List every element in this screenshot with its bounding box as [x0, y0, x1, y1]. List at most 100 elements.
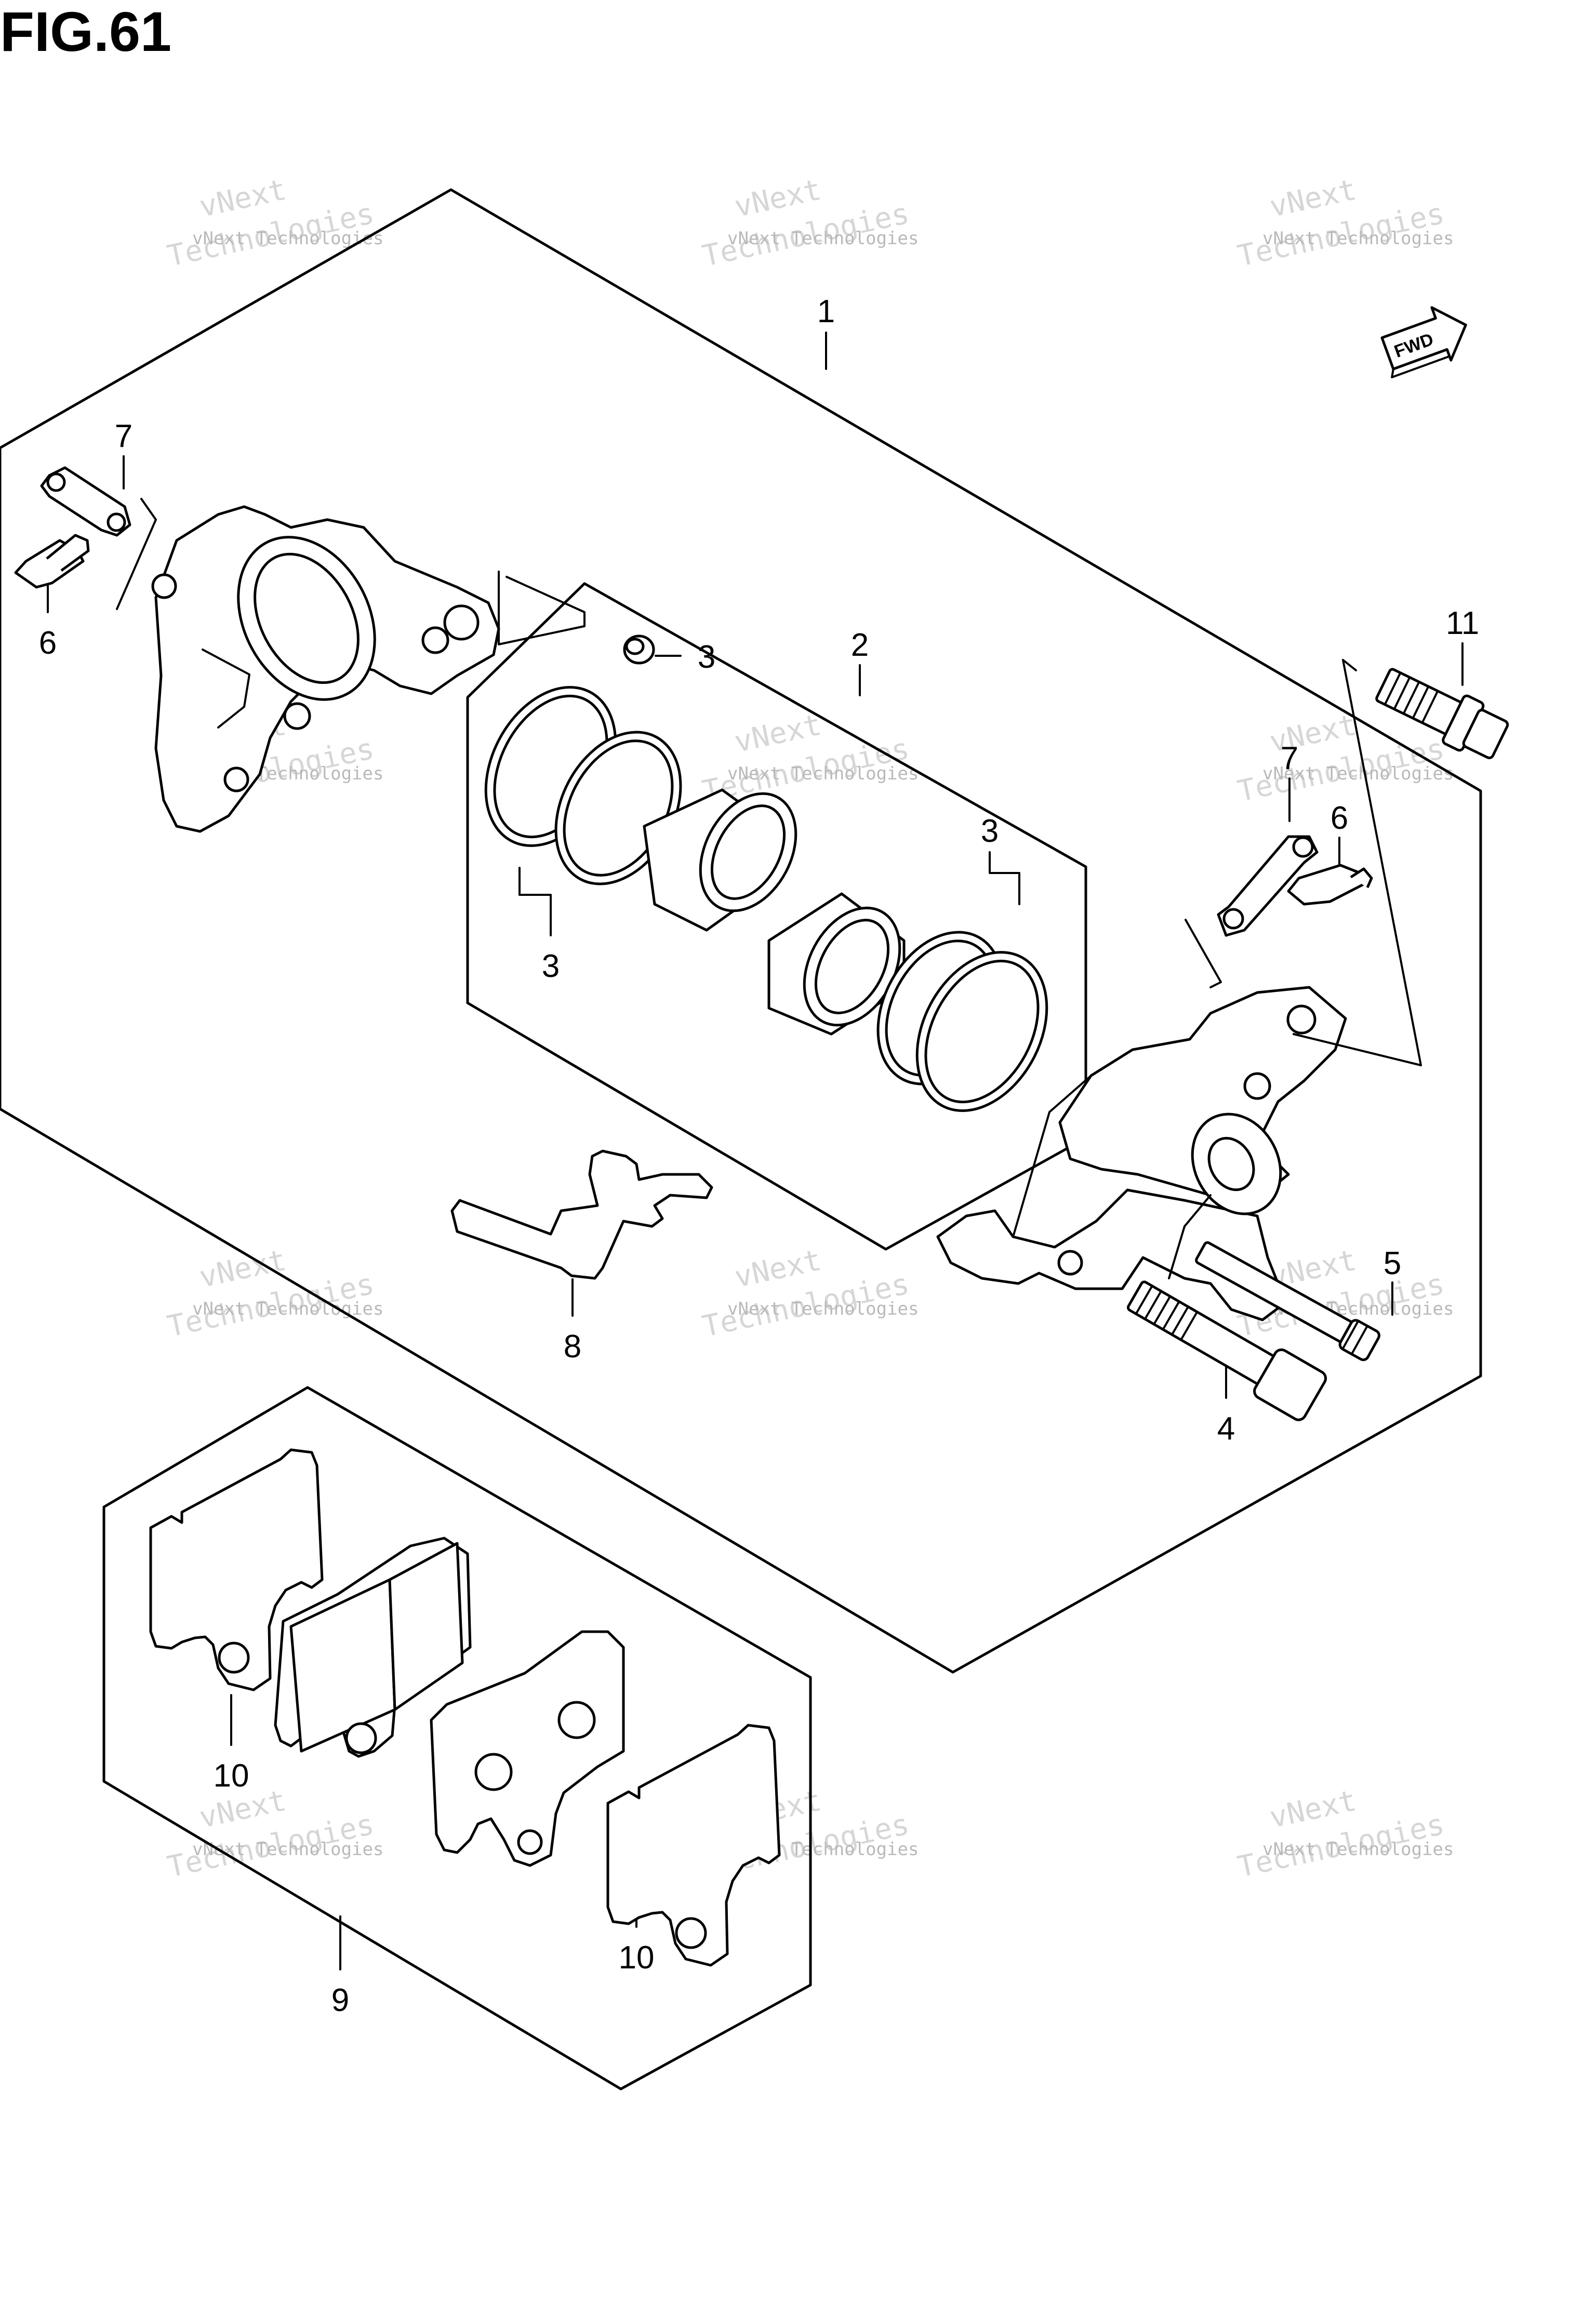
- bleeder-screw-right: [1287, 864, 1367, 906]
- fwd-arrow-icon: [1380, 306, 1467, 371]
- callout-7-right: 7: [1281, 740, 1298, 776]
- watermark-text: vNext Technologies: [192, 1299, 383, 1319]
- caliper-right-hole-b: [1243, 1072, 1271, 1100]
- right-bracket-line-a: [1293, 659, 1422, 1066]
- seal-connector-guide: [498, 571, 586, 645]
- caliper-left-half: [151, 505, 500, 833]
- piston-set: [484, 686, 1048, 1112]
- callout-10-left: 10: [214, 1758, 249, 1794]
- union-washer-right-body: [1217, 835, 1319, 937]
- right-bracket-tick: [1342, 659, 1357, 671]
- callout-4: 4: [1217, 1411, 1235, 1447]
- watermark-text: vNext Technologies: [727, 763, 919, 784]
- leader-3c: [989, 851, 1020, 905]
- bushing-small: [623, 634, 655, 665]
- bolt-11-threads: [1384, 671, 1439, 724]
- callout-8: 8: [564, 1329, 581, 1365]
- piston-set-frame: [466, 582, 1087, 1251]
- pad-shim-left: [149, 1448, 324, 1691]
- bushing-inner: [625, 638, 645, 655]
- watermark: vNext Technologies vNext Technologies: [699, 1244, 919, 1344]
- callout-5: 5: [1384, 1246, 1401, 1281]
- brake-pad-left-hole: [345, 1722, 377, 1754]
- callout-7-left: 7: [115, 418, 132, 454]
- caliper-left-hole-b: [421, 626, 449, 654]
- union-washer-right-hole-b: [1292, 836, 1314, 858]
- piston-left-face-inner: [710, 804, 786, 900]
- pin-5-threads: [1341, 1319, 1368, 1355]
- caliper-left-hole-a: [443, 604, 480, 641]
- brake-pad-right-backing: [430, 1630, 625, 1867]
- caliper-right-edge-b: [1168, 1194, 1212, 1279]
- brake-pad-right-hole-b: [557, 1701, 596, 1739]
- watermark: vNext Technologies vNext Technologies: [164, 173, 383, 274]
- callout-6-right: 6: [1331, 800, 1348, 836]
- watermark-text: vNext Technologies: [1262, 1839, 1454, 1860]
- callout-2: 2: [851, 627, 869, 663]
- pad-set-frame: [102, 1386, 812, 2091]
- piston-right-face-inner: [814, 919, 890, 1014]
- callout-11: 11: [1446, 605, 1479, 641]
- watermark-text: vNext Technologies: [192, 1839, 383, 1860]
- watermark: vNext Technologies vNext Technologies: [164, 1244, 383, 1344]
- bolt-11: [1375, 668, 1509, 759]
- caliper-right-lower: [936, 1188, 1285, 1321]
- callout-3-seal-right: 3: [981, 813, 999, 849]
- brake-pad-right: [430, 1630, 625, 1867]
- pin-bolt-4: [1126, 1280, 1327, 1421]
- bleeder-screw-left-tip: [46, 534, 90, 572]
- watermark-text: vNext Technologies: [727, 1299, 919, 1319]
- watermark: vNext Technologies vNext Technologies: [1234, 173, 1454, 274]
- figure-title: FIG.61: [0, 0, 171, 63]
- watermark: vNext Technologies vNext Technologies: [1234, 1784, 1454, 1885]
- caliper-assembly-frame: [0, 188, 1482, 1674]
- caliper-left-hole-e: [223, 766, 249, 792]
- union-washer-right: [1217, 835, 1319, 937]
- pad-shim-right: [606, 1724, 781, 1967]
- fwd-arrow-badge: FWD: [1380, 306, 1467, 379]
- watermark: vNext Technologies vNext Technologies: [699, 708, 919, 809]
- bolt-11-head: [1462, 709, 1509, 759]
- callout-labels: 1 2 3 3 3 4 5 6 6 7 7 8 9 10 10 11: [39, 294, 1479, 2018]
- pad-shim-left-hole: [218, 1642, 250, 1674]
- caliper-left-bore-inner: [254, 552, 360, 684]
- caliper-right-half: [936, 986, 1347, 1321]
- pin-bolt-4-head: [1253, 1348, 1327, 1421]
- caliper-right-boss-inner: [1207, 1136, 1255, 1192]
- piston-seal-outer-right-inner: [924, 959, 1040, 1104]
- caliper-left-hole-d: [283, 702, 311, 730]
- brake-pad-right-hole-a: [474, 1753, 513, 1791]
- pin-5: [1195, 1241, 1380, 1361]
- caliper-right-hole-a: [1286, 1004, 1316, 1035]
- pad-shim-right-hole: [675, 1917, 707, 1949]
- pad-spring: [450, 1149, 713, 1280]
- callout-9: 9: [331, 1982, 349, 2018]
- caliper-left-edge: [202, 649, 250, 729]
- caliper-right-edge-a: [1012, 1075, 1092, 1238]
- brake-pad-left: [274, 1537, 472, 1758]
- callout-1: 1: [817, 294, 835, 329]
- caliper-right-hole-c: [1057, 1250, 1083, 1276]
- brake-pad-right-hole-c: [517, 1829, 543, 1855]
- callout-6-left: 6: [39, 625, 57, 661]
- union-washer-right-hole-a: [1222, 908, 1244, 930]
- watermark-text: vNext Technologies: [1262, 763, 1454, 784]
- fwd-arrow-shadow: [1391, 355, 1451, 379]
- brake-pad-left-friction-b: [388, 1542, 464, 1711]
- pin-bolt-4-threads: [1135, 1285, 1199, 1341]
- union-washer-left-hole-b: [107, 512, 126, 532]
- bleeder-left: [14, 534, 90, 589]
- watermark: vNext Technologies vNext Technologies: [164, 1784, 383, 1885]
- callout-3-bushing: 3: [698, 639, 715, 675]
- watermark-text: vNext Technologies: [727, 228, 919, 249]
- caliper-left-hole-c: [151, 573, 177, 599]
- bleeder-screw-right-tip: [1350, 867, 1373, 889]
- bleeder-right: [1287, 864, 1373, 906]
- callout-3-seal-left: 3: [542, 948, 560, 984]
- watermark-text: vNext Technologies: [1262, 228, 1454, 249]
- union-washer-left: [40, 466, 131, 537]
- leader-3b: [518, 867, 552, 936]
- caliper-right-upper: [1058, 986, 1347, 1197]
